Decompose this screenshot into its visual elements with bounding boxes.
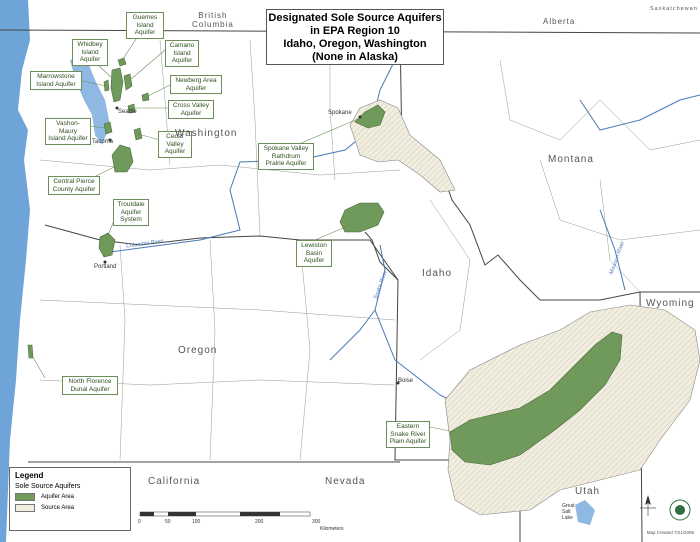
- legend-label-source: Source Area: [41, 505, 75, 511]
- label-idaho: Idaho: [422, 268, 453, 279]
- scale-tick-0: 0: [138, 519, 141, 525]
- label-alberta: Alberta: [543, 17, 576, 26]
- title-line-2: in EPA Region 10: [310, 25, 400, 37]
- callout-camano: Camano Island Aquifer: [165, 40, 199, 67]
- label-portland: Portland: [94, 264, 117, 270]
- legend-swatch-aquifer: [15, 493, 35, 501]
- label-washington: Washington: [175, 128, 238, 139]
- label-seattle: Seattle: [118, 109, 137, 115]
- label-oregon: Oregon: [178, 345, 218, 356]
- scale-unit: Kilometers: [320, 526, 344, 532]
- callout-marrowstone: Marrowstone Island Aquifer: [30, 71, 82, 90]
- great-salt-lake: [575, 500, 595, 525]
- callout-spokane: Spokane Valley Rathdrum Prairie Aquifer: [258, 143, 314, 170]
- epa-logo-icon: [669, 499, 691, 521]
- legend-subtitle: Sole Source Aquifers: [15, 483, 81, 490]
- aquifer-marrowstone: [103, 79, 110, 92]
- label-boise: Boise: [398, 378, 414, 384]
- title-line-4: (None in Alaska): [312, 51, 398, 63]
- aquifer-newberg: [141, 92, 150, 102]
- aquifer-camano: [123, 73, 133, 91]
- city-markers: [103, 106, 400, 385]
- pacific-ocean: [0, 0, 30, 542]
- label-wyoming: Wyoming: [646, 298, 695, 309]
- callout-north-florence: North Florence Dunal Aquifer: [62, 376, 118, 395]
- label-british-columbia: British Columbia: [192, 11, 234, 29]
- aquifer-whidbey: [110, 67, 124, 103]
- aquifer-vashon: [103, 121, 113, 135]
- scale-tick-50: 50: [165, 519, 171, 525]
- map-title: Designated Sole Source Aquifers in EPA R…: [266, 9, 444, 65]
- title-line-3: Idaho, Oregon, Washington: [283, 38, 427, 50]
- label-spokane: Spokane: [328, 110, 352, 116]
- aquifer-cross-valley: [127, 103, 136, 114]
- label-nevada: Nevada: [325, 476, 366, 487]
- aquifer-troutdale: [98, 232, 116, 258]
- label-great-salt-lake: Great Salt Lake: [562, 503, 575, 521]
- callout-lewiston: Lewiston Basin Aquifer: [296, 240, 332, 267]
- label-california: California: [148, 476, 201, 487]
- callout-central-pierce: Central Pierce County Aquifer: [48, 176, 100, 195]
- callout-cedar-valley: Cedar Valley Aquifer: [158, 131, 192, 158]
- north-arrow-icon: [640, 495, 656, 516]
- callout-vashon: Vashon-Maury Island Aquifer: [45, 118, 91, 145]
- scale-tick-200: 200: [255, 519, 264, 525]
- legend-swatch-source: [15, 504, 35, 512]
- map-created-date: Map Created 7/21/2006: [646, 530, 694, 535]
- legend-label-aquifer: Aquifer Area: [41, 494, 75, 500]
- callout-eastern-snake: Eastern Snake River Plain Aquifer: [386, 421, 430, 448]
- title-line-1: Designated Sole Source Aquifers: [268, 12, 442, 24]
- callout-troutdale: Troutdale Aquifer System: [113, 199, 149, 226]
- callout-guemes: Guemes Island Aquifer: [126, 12, 164, 39]
- label-tacoma: Tacoma: [92, 139, 114, 145]
- callout-whidbey: Whidbey Island Aquifer: [72, 39, 108, 66]
- scale-tick-300: 300: [312, 519, 321, 525]
- label-utah: Utah: [575, 486, 601, 497]
- scale-bar: [139, 511, 311, 517]
- callout-cross-valley: Cross Valley Aquifer: [168, 100, 214, 119]
- label-montana: Montana: [548, 154, 594, 165]
- legend: Legend Sole Source Aquifers Aquifer Area…: [9, 467, 131, 531]
- legend-title: Legend: [15, 471, 44, 480]
- aquifer-areas: [27, 57, 623, 466]
- scale-tick-100: 100: [192, 519, 201, 525]
- aquifer-lewiston: [339, 202, 385, 233]
- aquifer-spokane: [354, 104, 386, 129]
- aquifer-guemes: [117, 57, 127, 67]
- legend-item-source: Source Area: [15, 504, 125, 512]
- legend-item-aquifer: Aquifer Area: [15, 493, 125, 501]
- callout-newberg: Newberg Area Aquifer: [170, 75, 222, 94]
- label-saskatchewan: Saskatchewan: [650, 6, 698, 12]
- aquifer-eastern-snake: [449, 331, 623, 466]
